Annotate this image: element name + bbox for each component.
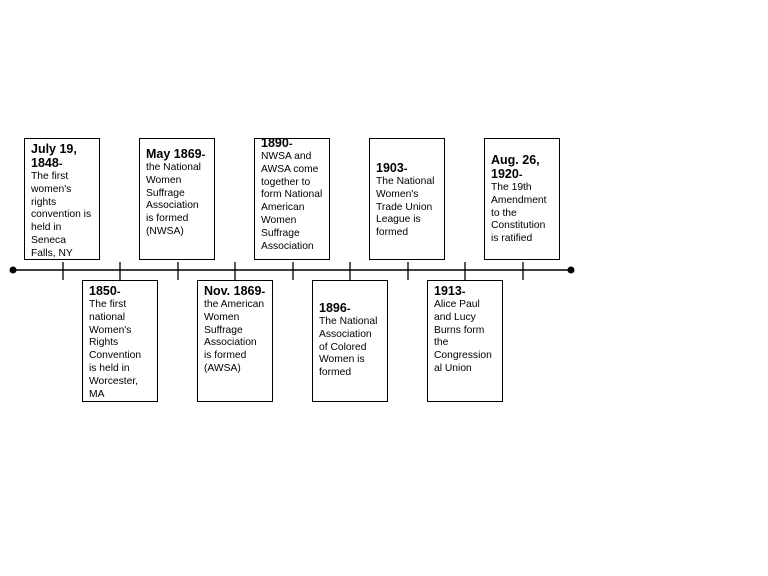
event-date: Nov. 1869-: [204, 284, 266, 298]
event-description: the National Women Suffrage Association …: [146, 162, 201, 237]
event-date: July 19, 1848-: [31, 142, 77, 170]
event-date: 1850-: [89, 284, 121, 298]
event-description: The 19th Amendment to the Constitution i…: [491, 182, 547, 245]
event-description: The National Women's Trade Union League …: [376, 176, 435, 239]
event-box-nov-1869: Nov. 1869- the American Women Suffrage A…: [197, 280, 273, 402]
event-description: Alice Paul and Lucy Burns form the Congr…: [434, 299, 492, 374]
event-box-1848: July 19, 1848- The first women's rights …: [24, 138, 100, 260]
event-date: 1890-: [261, 138, 293, 150]
event-description: NWSA and AWSA come together to form Nati…: [261, 151, 323, 252]
event-box-1850: 1850- The first national Women's Rights …: [82, 280, 158, 402]
event-description: The National Association of Colored Wome…: [319, 316, 378, 379]
timeline-end-dot: [567, 266, 575, 274]
event-box-1920: Aug. 26, 1920- The 19th Amendment to the…: [484, 138, 560, 260]
event-date: Aug. 26, 1920-: [491, 153, 540, 181]
timeline-start-dot: [9, 266, 17, 274]
event-box-1896: 1896- The National Association of Colore…: [312, 280, 388, 402]
event-description: the American Women Suffrage Association …: [204, 299, 265, 374]
event-date: 1913-: [434, 284, 466, 298]
event-date: 1903-: [376, 161, 408, 175]
event-date: May 1869-: [146, 147, 206, 161]
event-box-1903: 1903- The National Women's Trade Union L…: [369, 138, 445, 260]
event-box-1890: 1890- NWSA and AWSA come together to for…: [254, 138, 330, 260]
event-description: The first women's rights convention is h…: [31, 171, 92, 259]
event-box-1913: 1913- Alice Paul and Lucy Burns form the…: [427, 280, 503, 402]
event-date: 1896-: [319, 301, 351, 315]
event-description: The first national Women's Rights Conven…: [89, 299, 142, 400]
event-box-may-1869: May 1869- the National Women Suffrage As…: [139, 138, 215, 260]
